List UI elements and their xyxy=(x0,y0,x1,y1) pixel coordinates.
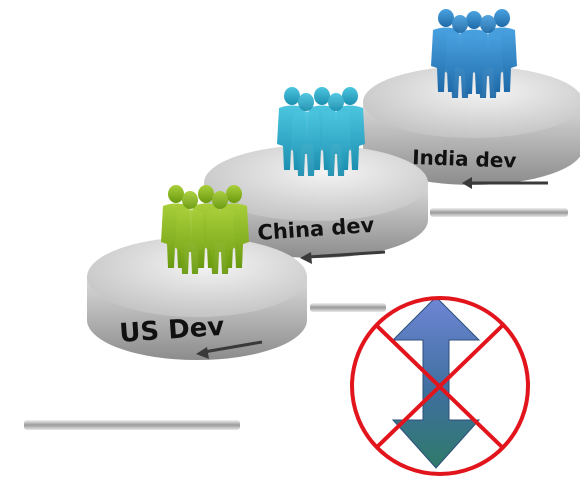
shelf-bar xyxy=(24,420,240,430)
india-dev-disc: India dev xyxy=(363,66,580,189)
us-dev-label: US Dev xyxy=(118,312,225,349)
china-dev-disc: China dev xyxy=(204,145,428,264)
shelf-bar xyxy=(310,303,386,312)
us-dev-disc: US Dev xyxy=(87,237,307,360)
prohibited-icon xyxy=(350,296,530,476)
india-dev-label: India dev xyxy=(412,145,517,173)
shelf-bar xyxy=(430,208,568,217)
